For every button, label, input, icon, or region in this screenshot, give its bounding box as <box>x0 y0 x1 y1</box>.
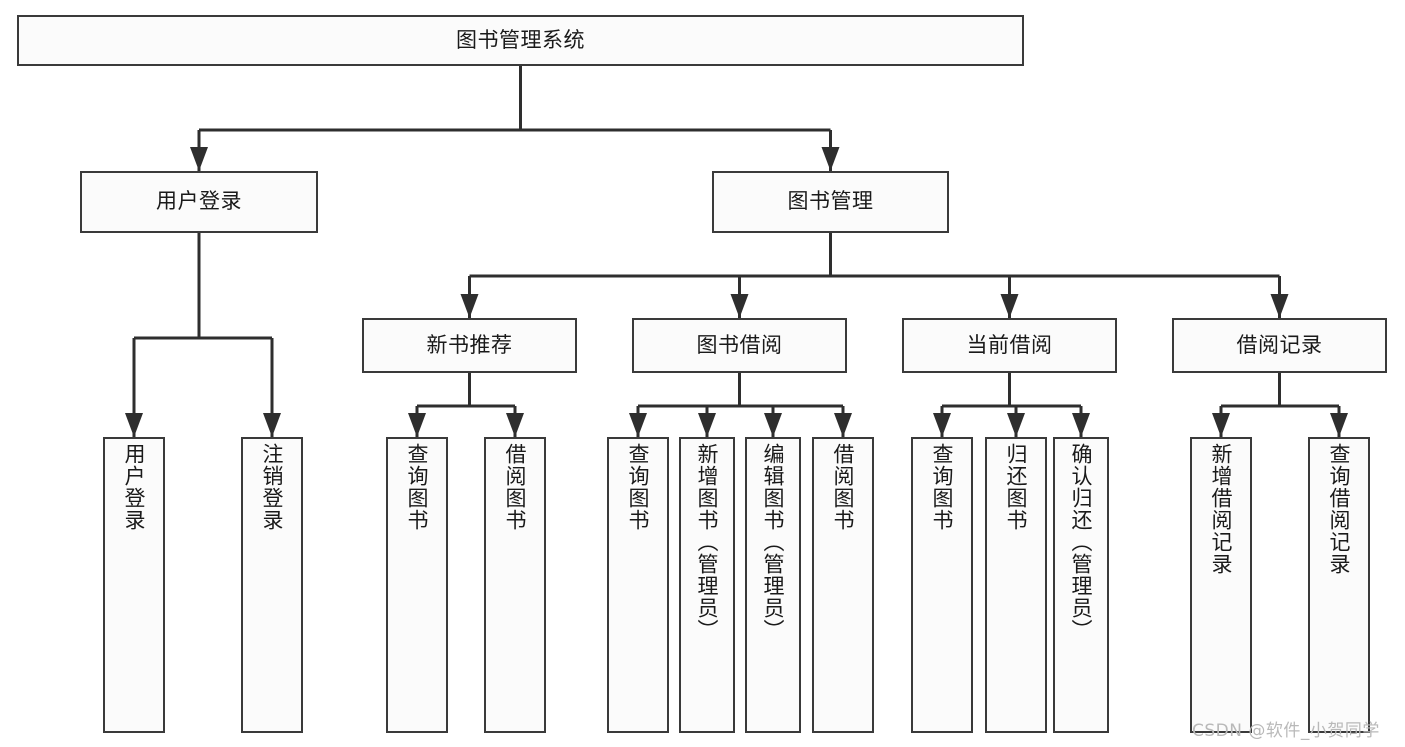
node-label-leaf-query-book-3: 查询图书 <box>930 443 955 531</box>
node-leaf-confirm-return[interactable]: 确认归还（管理员） <box>1053 437 1109 733</box>
node-book-manage[interactable]: 图书管理 <box>712 171 949 233</box>
node-label-leaf-borrow-book-2: 借阅图书 <box>831 443 856 531</box>
arrowhead-leaf-borrow-book-1 <box>506 413 524 437</box>
arrowhead-current-borrow <box>1000 294 1019 318</box>
node-label-leaf-logout: 注销登录 <box>260 443 285 531</box>
arrowhead-borrow-record <box>1270 294 1289 318</box>
node-label-book-borrow: 图书借阅 <box>696 332 783 357</box>
node-leaf-add-record[interactable]: 新增借阅记录 <box>1190 437 1252 733</box>
node-leaf-return-book[interactable]: 归还图书 <box>985 437 1047 733</box>
node-label-current-borrow: 当前借阅 <box>966 332 1053 357</box>
node-leaf-borrow-book-1[interactable]: 借阅图书 <box>484 437 546 733</box>
arrowhead-leaf-add-record <box>1212 413 1230 437</box>
node-label-root: 图书管理系统 <box>456 27 585 52</box>
watermark-text: CSDN @软件_小贺同学 <box>1192 721 1380 741</box>
arrowhead-leaf-query-book-3 <box>933 413 951 437</box>
node-label-leaf-add-book: 新增图书（管理员） <box>695 443 720 641</box>
node-label-new-book-recommend: 新书推荐 <box>426 332 513 357</box>
node-label-leaf-query-book-2: 查询图书 <box>626 443 651 531</box>
node-leaf-borrow-book-2[interactable]: 借阅图书 <box>812 437 874 733</box>
arrowhead-leaf-add-book <box>698 413 716 437</box>
node-label-leaf-user-login: 用户登录 <box>122 443 147 531</box>
connector-group <box>125 66 1348 437</box>
arrowhead-new-book-recommend <box>460 294 479 318</box>
node-leaf-user-login[interactable]: 用户登录 <box>103 437 165 733</box>
node-leaf-logout[interactable]: 注销登录 <box>241 437 303 733</box>
node-root[interactable]: 图书管理系统 <box>17 15 1024 66</box>
arrowhead-leaf-borrow-book-2 <box>834 413 852 437</box>
node-leaf-edit-book[interactable]: 编辑图书（管理员） <box>745 437 801 733</box>
arrowhead-leaf-return-book <box>1007 413 1025 437</box>
arrowhead-user-login <box>190 147 208 171</box>
node-borrow-record[interactable]: 借阅记录 <box>1172 318 1387 373</box>
node-book-borrow[interactable]: 图书借阅 <box>632 318 847 373</box>
node-label-borrow-record: 借阅记录 <box>1236 332 1323 357</box>
arrowhead-leaf-query-record <box>1330 413 1348 437</box>
node-label-leaf-add-record: 新增借阅记录 <box>1209 443 1234 575</box>
arrowhead-leaf-confirm-return <box>1072 413 1090 437</box>
node-label-user-login: 用户登录 <box>156 189 242 214</box>
node-label-leaf-borrow-book-1: 借阅图书 <box>503 443 528 531</box>
node-label-leaf-confirm-return: 确认归还（管理员） <box>1069 443 1094 641</box>
node-leaf-query-book-2[interactable]: 查询图书 <box>607 437 669 733</box>
arrowhead-leaf-edit-book <box>764 413 782 437</box>
node-current-borrow[interactable]: 当前借阅 <box>902 318 1117 373</box>
node-label-book-manage: 图书管理 <box>787 189 874 214</box>
arrowhead-leaf-user-login <box>125 413 143 437</box>
node-label-leaf-query-book-1: 查询图书 <box>405 443 430 531</box>
arrowhead-leaf-query-book-2 <box>629 413 647 437</box>
node-new-book-recommend[interactable]: 新书推荐 <box>362 318 577 373</box>
arrowhead-book-borrow <box>730 294 749 318</box>
node-label-leaf-query-record: 查询借阅记录 <box>1327 443 1352 575</box>
arrowhead-book-manage <box>821 147 840 171</box>
node-leaf-add-book[interactable]: 新增图书（管理员） <box>679 437 735 733</box>
node-leaf-query-record[interactable]: 查询借阅记录 <box>1308 437 1370 733</box>
arrowhead-leaf-logout <box>263 413 281 437</box>
node-label-leaf-return-book: 归还图书 <box>1004 443 1029 531</box>
node-label-leaf-edit-book: 编辑图书（管理员） <box>761 443 786 641</box>
arrowhead-leaf-query-book-1 <box>408 413 426 437</box>
node-user-login[interactable]: 用户登录 <box>80 171 318 233</box>
node-leaf-query-book-3[interactable]: 查询图书 <box>911 437 973 733</box>
node-leaf-query-book-1[interactable]: 查询图书 <box>386 437 448 733</box>
